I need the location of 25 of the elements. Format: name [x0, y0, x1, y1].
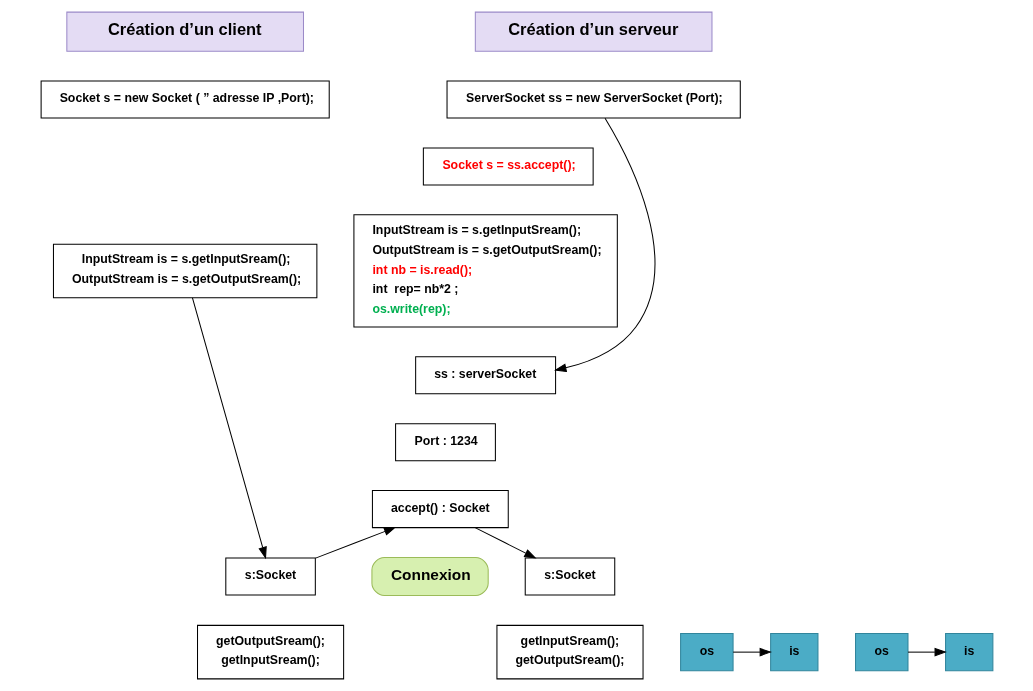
- arrow: [191, 297, 267, 560]
- node-box: is: [944, 633, 993, 672]
- node-box: os: [679, 633, 734, 672]
- node-box: Port : 1234: [394, 423, 496, 462]
- arrow: [553, 117, 655, 372]
- node-box: Création d’un client: [65, 11, 304, 52]
- node-box: InputStream is = s.getInputSream(); OutputStream is = s.getOutputSream(); int nb = is.read(); int rep= nb*2 ; os.write(rep);: [352, 214, 618, 328]
- node-box: getOutputSream(); getInputSream();: [196, 624, 344, 680]
- arrow: [732, 647, 772, 657]
- node-box: s:Socket: [224, 557, 316, 596]
- node-box: Socket s = new Socket ( ” adresse IP ,Port);: [40, 80, 330, 119]
- node-box: ss : serverSocket: [414, 356, 556, 395]
- arrow: [474, 527, 537, 559]
- node-box: ServerSocket ss = new ServerSocket (Port);: [446, 80, 741, 119]
- node-box: os: [854, 633, 908, 672]
- node-box: InputStream is = s.getInputSream(); OutputStream is = s.getOutputSream();: [52, 243, 317, 299]
- node-box: Connexion: [370, 556, 489, 597]
- node-box: accept() : Socket: [371, 490, 509, 529]
- node-box: getInputSream(); getOutputSream();: [495, 624, 644, 680]
- node-box: is: [769, 633, 818, 672]
- arrow: [314, 527, 396, 559]
- node-box: Création d’un serveur: [474, 11, 712, 52]
- node-box: Socket s = ss.accept();: [422, 147, 594, 186]
- node-box: s:Socket: [524, 557, 615, 596]
- arrow: [907, 647, 947, 657]
